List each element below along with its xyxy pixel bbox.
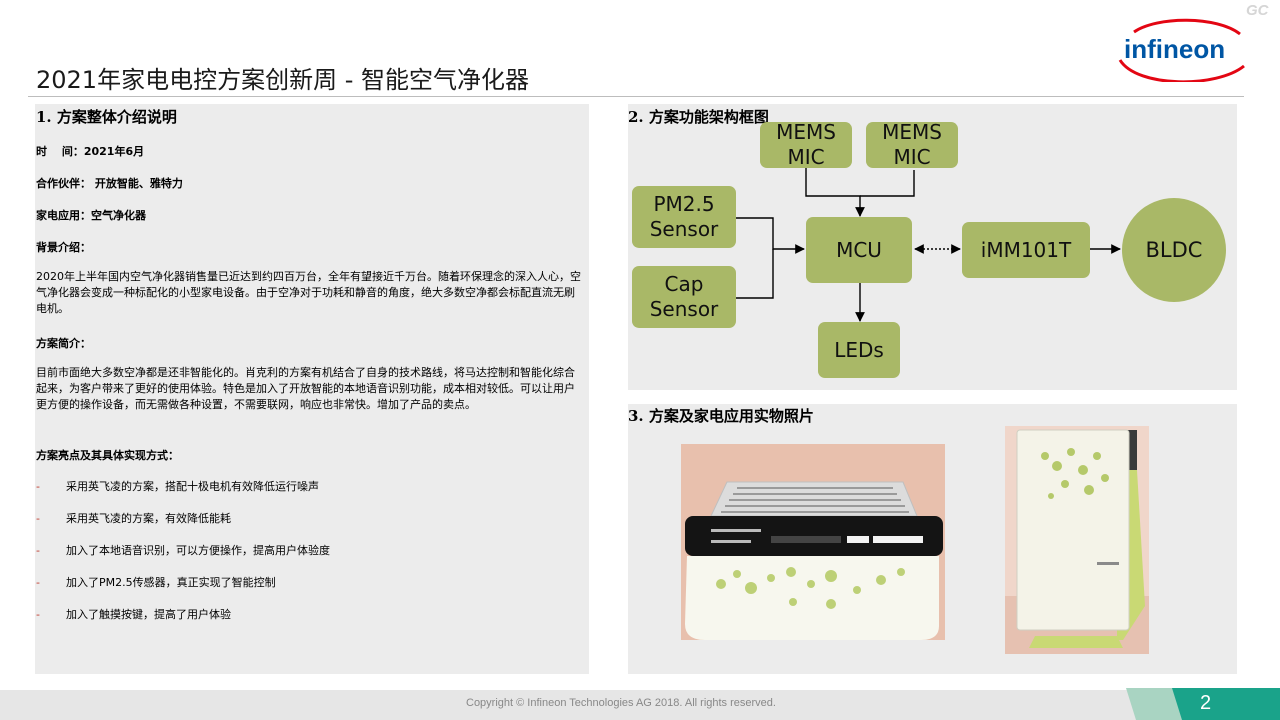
application-line: 家电应用：空气净化器 xyxy=(36,209,146,222)
logo-text: infineon xyxy=(1124,34,1225,64)
page-title: 2021年家电电控方案创新周 - 智能空气净化器 xyxy=(36,66,529,94)
footer-bar xyxy=(0,690,1280,720)
list-item: - 采用英飞凌的方案，搭配十极电机有效降低运行噪声 xyxy=(36,478,319,494)
infineon-logo: infineon xyxy=(1118,18,1245,82)
purifier-front-photo xyxy=(1005,426,1149,654)
bullet-text: 采用英飞凌的方案，有效降低能耗 xyxy=(66,512,231,525)
bullet-text: 加入了本地语音识别，可以方便操作，提高用户体验度 xyxy=(66,544,330,557)
bullet-text: 采用英飞凌的方案，搭配十极电机有效降低运行噪声 xyxy=(66,480,319,493)
background-text: 2020年上半年国内空气净化器销售量已近达到约四百万台，全年有望接近千万台。随着… xyxy=(36,270,581,315)
list-item: - 采用英飞凌的方案，有效降低能耗 xyxy=(36,510,231,526)
background-heading: 背景介绍： xyxy=(36,241,91,254)
title-divider xyxy=(28,96,1244,97)
bullet-marker: - xyxy=(36,544,40,557)
intro-heading: 方案简介： xyxy=(36,337,91,350)
intro-section-title: 1. 方案整体介绍说明 xyxy=(36,108,177,126)
bldc-motor-block: BLDC xyxy=(1122,198,1226,302)
bullet-marker: - xyxy=(36,608,40,621)
footer-accent xyxy=(1126,688,1280,720)
bullet-text: 加入了触摸按键，提高了用户体验 xyxy=(66,608,231,621)
bullet-marker: - xyxy=(36,480,40,493)
corner-mark: GC xyxy=(1246,2,1269,19)
intro-text: 目前市面绝大多数空净都是还非智能化的。肖克利的方案有机结合了自身的技术路线，将马… xyxy=(36,366,575,411)
photo-section-title: 3. 方案及家电应用实物照片 xyxy=(628,407,814,425)
leds-block: LEDs xyxy=(818,322,900,378)
list-item: - 加入了PM2.5传感器，真正实现了智能控制 xyxy=(36,574,276,590)
intro-panel xyxy=(35,104,589,674)
bullet-marker: - xyxy=(36,512,40,525)
bullet-marker: - xyxy=(36,576,40,589)
pm25-sensor-block: PM2.5 Sensor xyxy=(632,186,736,248)
list-item: - 加入了触摸按键，提高了用户体验 xyxy=(36,606,231,622)
cap-sensor-block: Cap Sensor xyxy=(632,266,736,328)
imm101t-block: iMM101T xyxy=(962,222,1090,278)
purifier-top-photo xyxy=(681,444,945,640)
mems-mic-1-block: MEMS MIC xyxy=(760,120,852,169)
bullet-text: 加入了PM2.5传感器，真正实现了智能控制 xyxy=(66,576,276,589)
highlights-heading: 方案亮点及其具体实现方式： xyxy=(36,449,179,462)
mems-mic-2-block: MEMS MIC xyxy=(866,120,958,169)
list-item: - 加入了本地语音识别，可以方便操作，提高用户体验度 xyxy=(36,542,330,558)
mcu-block: MCU xyxy=(806,217,912,283)
architecture-section-title: 2. 方案功能架构框图 xyxy=(628,108,769,126)
time-line: 时 间：2021年6月 xyxy=(36,145,145,158)
copyright-text: Copyright © Infineon Technologies AG 201… xyxy=(466,697,776,709)
page-number: 2 xyxy=(1200,692,1212,714)
partner-line: 合作伙伴： 开放智能、雅特力 xyxy=(36,177,183,190)
